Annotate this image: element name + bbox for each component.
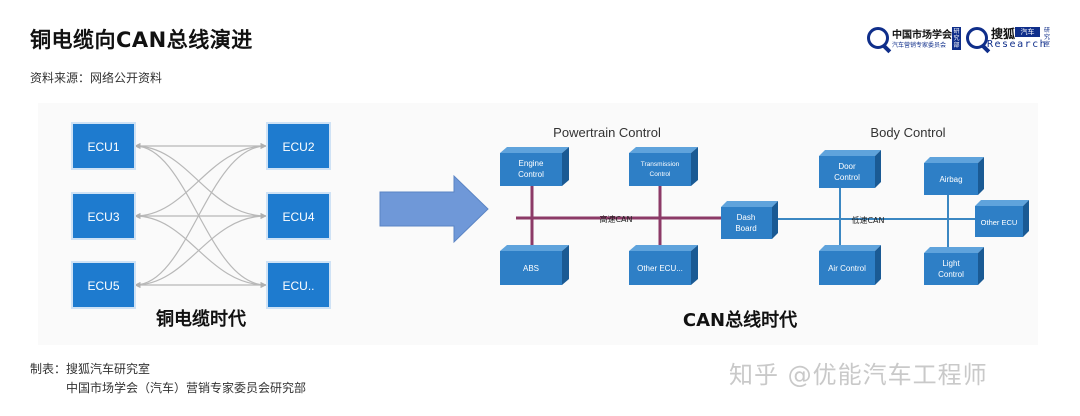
watermark: 知乎 @优能汽车工程师	[729, 361, 988, 389]
logo-group: 中国市场学会 汽车营销专家委员会 研究部 搜狐 汽车 Research 研究室	[865, 24, 1060, 52]
node-label: Control	[518, 170, 544, 179]
cma-logo-icon	[867, 27, 889, 49]
footer-credits: 制表：搜狐汽车研究室 中国市场学会（汽车）营销专家委员会研究部	[30, 360, 306, 398]
sohu-vertical: 研究室	[1044, 27, 1051, 48]
ecu-label: ECU5	[87, 279, 119, 293]
footer-line-1: 制表：搜狐汽车研究室	[30, 362, 151, 376]
sohu-research: Research	[987, 39, 1048, 50]
node-label: ABS	[523, 264, 539, 273]
page-title: 铜电缆向CAN总线演进	[30, 28, 253, 52]
node-door-control: Door Control	[819, 150, 881, 188]
low-speed-can-label: 低速CAN	[851, 215, 884, 225]
source-note: 资料来源：网络公开资料	[30, 71, 163, 85]
node-other-ecu-bottom: Other ECU...	[629, 245, 698, 285]
ecu-box-5	[71, 261, 136, 309]
bus-evolution-diagram: ECU1 ECU2 ECU3 ECU4 ECU5 ECU.. 铜电缆时代 Pow…	[38, 103, 1038, 345]
node-light-control: Light Control	[924, 247, 984, 285]
node-label: Other ECU	[981, 218, 1018, 227]
ecu-box-6	[266, 261, 331, 309]
node-other-ecu-right: Other ECU	[975, 200, 1029, 237]
ecu-label: ECU1	[87, 140, 119, 154]
can-era-caption: CAN总线时代	[683, 309, 797, 331]
node-label: Control	[650, 171, 672, 178]
sohu-badge: 汽车	[1015, 27, 1040, 37]
cma-badge: 研究部	[952, 27, 961, 50]
node-label: Engine	[519, 159, 544, 168]
node-label: Door	[838, 162, 856, 171]
evolution-arrow-icon	[379, 174, 489, 244]
node-transmission-control: Transmission Control	[629, 147, 698, 186]
node-label: Airbag	[939, 175, 962, 184]
node-label: Other ECU...	[637, 264, 683, 273]
ecu-box-3	[71, 192, 136, 240]
ecu-box-2	[266, 122, 331, 170]
cma-sub: 汽车营销专家委员会	[892, 42, 947, 49]
sohu-name: 搜狐	[991, 27, 1016, 41]
node-air-control: Air Control	[819, 245, 881, 285]
ecu-box-4	[266, 192, 331, 240]
copper-era-caption: 铜电缆时代	[156, 308, 246, 330]
node-abs: ABS	[500, 245, 569, 285]
ecu-label: ECU4	[282, 210, 314, 224]
high-speed-can-label: 高速CAN	[599, 214, 632, 224]
node-airbag: Airbag	[924, 157, 984, 195]
ecu-label: ECU3	[87, 210, 119, 224]
node-label: Control	[938, 270, 964, 279]
ecu-box-1	[71, 122, 136, 170]
sohu-logo-icon	[966, 27, 988, 49]
node-engine-control: Engine Control	[500, 147, 569, 186]
node-label: Air Control	[828, 264, 866, 273]
node-label: Light	[942, 259, 960, 268]
powertrain-title: Powertrain Control	[553, 125, 661, 140]
footer-line-2: 中国市场学会（汽车）营销专家委员会研究部	[66, 381, 307, 395]
copper-wiring	[134, 143, 267, 288]
node-label: Board	[735, 224, 756, 233]
ecu-label: ECU2	[282, 140, 314, 154]
cma-name: 中国市场学会	[892, 30, 952, 41]
ecu-label: ECU..	[282, 279, 314, 293]
node-label: Transmission	[641, 161, 680, 168]
node-label: Dash	[737, 213, 756, 222]
node-label: Control	[834, 173, 860, 182]
body-title: Body Control	[870, 125, 945, 140]
node-dash-board: Dash Board	[721, 201, 778, 239]
